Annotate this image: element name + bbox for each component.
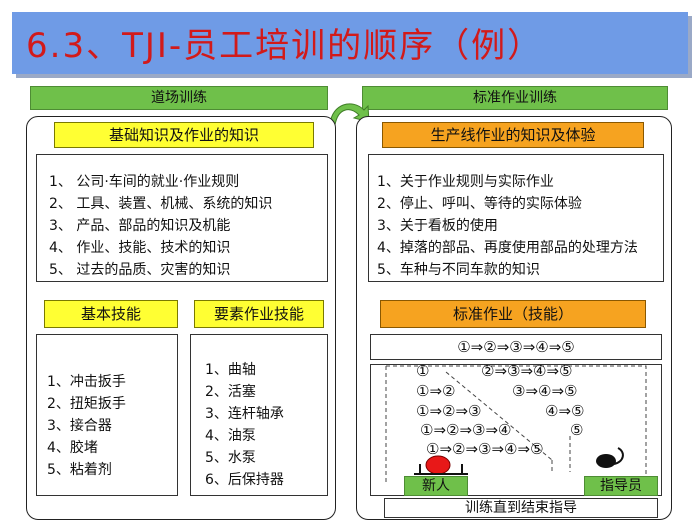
instructor-figure-icon: [596, 447, 624, 468]
training-footer: 训练直到结束指导: [384, 498, 658, 518]
list-item: 2、扭矩扳手: [47, 396, 126, 412]
list-item: 2、停止、呼叫、等待的实际体验: [377, 196, 582, 212]
tab-standard-work-training: 标准作业训练: [362, 86, 668, 110]
list-item: 1、 公司·车间的就业·作业规则: [49, 174, 240, 190]
newcomer-label: 新人: [404, 476, 468, 496]
tab-dojo-training: 道场训练: [30, 86, 328, 110]
diagram-row-left: ①⇒②⇒③⇒④: [420, 421, 512, 439]
diagram-guides: [385, 365, 647, 482]
basic-skills-list: 1、冲击扳手 2、扭矩扳手 3、接合器 4、胶堵 5、粘着剂: [36, 334, 178, 496]
diagram-row-right: ④⇒⑤: [545, 402, 585, 420]
list-item: 2、活塞: [205, 384, 256, 400]
basic-knowledge-header: 基础知识及作业的知识: [54, 122, 314, 148]
list-item: 5、 过去的品质、灾害的知识: [49, 262, 231, 278]
list-item: 4、胶堵: [47, 440, 98, 456]
list-item: 6、后保持器: [205, 472, 284, 488]
diagram-row-left: ①⇒②⇒③⇒④⇒⑤: [426, 440, 544, 458]
instructor-label: 指导员: [584, 476, 658, 496]
list-item: 1、曲轴: [205, 362, 256, 378]
slide-title: 6.3、TJI-员工培训的顺序（例）: [26, 26, 544, 66]
standard-work-header: 标准作业（技能）: [380, 300, 646, 328]
list-item: 3、连杆轴承: [205, 406, 284, 422]
list-item: 1、关于作业规则与实际作业: [377, 174, 554, 190]
newcomer-figure-icon: [414, 455, 468, 475]
diagram-row-right: ②⇒③⇒④⇒⑤: [481, 362, 573, 380]
basic-skills-header: 基本技能: [44, 300, 178, 328]
list-item: 4、掉落的部品、再度使用部品的处理方法: [377, 240, 638, 256]
list-item: 5、车种与不同车款的知识: [377, 262, 540, 278]
list-item: 5、粘着剂: [47, 462, 112, 478]
element-skills-list: 1、曲轴 2、活塞 3、连杆轴承 4、油泵 5、水泵 6、后保持器: [190, 334, 328, 496]
list-item: 3、关于看板的使用: [377, 218, 498, 234]
line-knowledge-list: 1、关于作业规则与实际作业 2、停止、呼叫、等待的实际体验 3、关于看板的使用 …: [368, 154, 664, 282]
diagram-row-left: ①⇒②: [416, 382, 456, 400]
diagram-row-right: ⑤: [570, 421, 584, 439]
list-item: 5、水泵: [205, 450, 256, 466]
line-knowledge-header: 生产线作业的知识及体验: [382, 122, 644, 148]
diagram-row-left: ①: [416, 362, 430, 380]
diagram-row-left: ①⇒②⇒③: [416, 402, 482, 420]
element-skills-header: 要素作业技能: [194, 300, 324, 328]
list-item: 3、接合器: [47, 418, 112, 434]
list-item: 3、 产品、部品的知识及机能: [49, 218, 231, 234]
diagram-row-right: ③⇒④⇒⑤: [512, 382, 578, 400]
title-bar: [12, 12, 688, 74]
standard-sequence: ①⇒②⇒③⇒④⇒⑤: [370, 334, 662, 360]
list-item: 1、冲击扳手: [47, 374, 126, 390]
training-diagram: [370, 364, 662, 496]
basic-knowledge-list: 1、 公司·车间的就业·作业规则 2、 工具、装置、机械、系统的知识 3、 产品…: [36, 154, 328, 282]
list-item: 2、 工具、装置、机械、系统的知识: [49, 196, 273, 212]
list-item: 4、 作业、技能、技术的知识: [49, 240, 231, 256]
list-item: 4、油泵: [205, 428, 256, 444]
